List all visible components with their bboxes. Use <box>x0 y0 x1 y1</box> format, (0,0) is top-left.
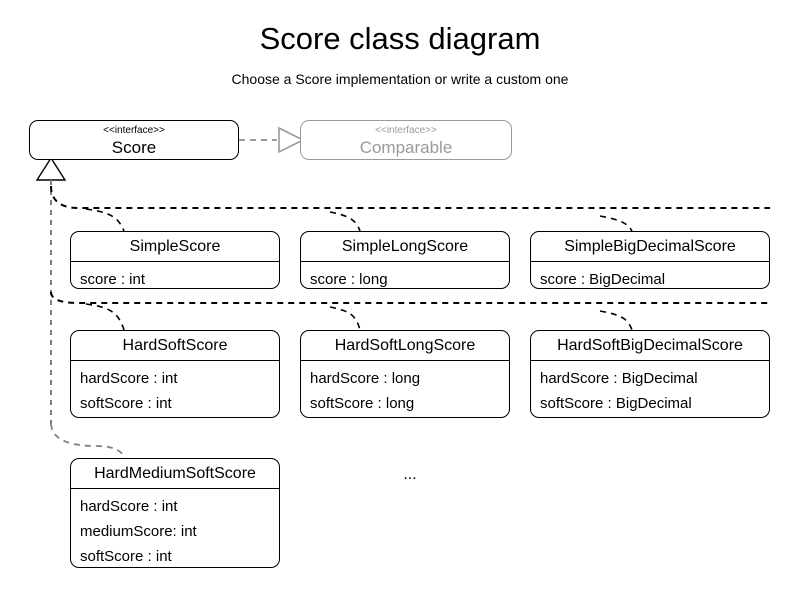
generalization-arrowhead <box>35 156 67 181</box>
class-header: HardSoftBigDecimalScore <box>531 331 769 361</box>
class-attributes: score : BigDecimal <box>531 262 769 288</box>
class-header: HardMediumSoftScore <box>71 459 279 489</box>
class-attributes: score : int <box>71 262 279 288</box>
attribute-row: hardScore : int <box>80 370 178 387</box>
class-box-simple-long-score[interactable]: SimpleLongScore score : long <box>300 231 510 289</box>
class-box-hard-medium-soft-score[interactable]: HardMediumSoftScore hardScore : int medi… <box>70 458 280 568</box>
class-attributes: hardScore : BigDecimal softScore : BigDe… <box>531 361 769 417</box>
class-name: SimpleScore <box>129 238 221 255</box>
class-name: HardSoftLongScore <box>334 337 476 354</box>
interface-name: Comparable <box>359 138 453 157</box>
class-name: SimpleBigDecimalScore <box>564 238 736 255</box>
class-name: HardSoftBigDecimalScore <box>557 337 743 354</box>
realization-score-comparable <box>239 126 305 154</box>
attribute-row: softScore : int <box>80 395 172 412</box>
class-box-hard-soft-score[interactable]: HardSoftScore hardScore : int softScore … <box>70 330 280 418</box>
interface-box-comparable[interactable]: <<interface>> Comparable <box>300 120 512 160</box>
class-header: SimpleLongScore <box>301 232 509 262</box>
generalization-drop-row-1 <box>85 208 633 232</box>
attribute-row: score : BigDecimal <box>540 271 666 288</box>
class-header: SimpleScore <box>71 232 279 262</box>
class-attributes: hardScore : int mediumScore: int softSco… <box>71 489 279 567</box>
attribute-row: hardScore : int <box>80 498 178 515</box>
attribute-row: hardScore : BigDecimal <box>540 370 698 387</box>
class-attributes: score : long <box>301 262 509 288</box>
page-title: Score class diagram <box>259 21 541 56</box>
class-box-hard-soft-long-score[interactable]: HardSoftLongScore hardScore : long softS… <box>300 330 510 418</box>
class-attributes: hardScore : long softScore : long <box>301 361 509 417</box>
attribute-row: softScore : long <box>310 395 415 412</box>
generalization-branch-row-2 <box>50 291 770 304</box>
attribute-row: softScore : BigDecimal <box>540 395 692 412</box>
attribute-row: score : long <box>310 271 388 288</box>
attribute-row: hardScore : long <box>310 370 421 387</box>
attribute-row: score : int <box>80 271 146 288</box>
class-box-simple-score[interactable]: SimpleScore score : int <box>70 231 280 289</box>
more-implementations-ellipsis: ... <box>403 466 417 483</box>
class-header: HardSoftLongScore <box>301 331 509 361</box>
interface-box-score[interactable]: <<interface>> Score <box>29 120 239 160</box>
interface-header-comparable: <<interface>> Comparable <box>301 121 511 158</box>
stereotype-label: <<interface>> <box>375 125 437 136</box>
class-header: SimpleBigDecimalScore <box>531 232 769 262</box>
page-subtitle: Choose a Score implementation or write a… <box>231 71 569 87</box>
class-name: HardSoftScore <box>122 337 228 354</box>
attribute-row: mediumScore: int <box>80 523 197 540</box>
generalization-branch-row-1 <box>50 185 770 209</box>
class-name: HardMediumSoftScore <box>94 465 256 482</box>
interface-name: Score <box>111 138 157 157</box>
class-box-simple-big-decimal-score[interactable]: SimpleBigDecimalScore score : BigDecimal <box>530 231 770 289</box>
interface-header-score: <<interface>> Score <box>30 121 238 158</box>
class-box-hard-soft-big-decimal-score[interactable]: HardSoftBigDecimalScore hardScore : BigD… <box>530 330 770 418</box>
class-attributes: hardScore : int softScore : int <box>71 361 279 417</box>
class-header: HardSoftScore <box>71 331 279 361</box>
attribute-row: softScore : int <box>80 548 172 565</box>
generalization-drop-row-2 <box>85 303 633 331</box>
class-name: SimpleLongScore <box>341 238 469 255</box>
generalization-branch-row-3 <box>50 423 126 459</box>
stereotype-label: <<interface>> <box>103 125 165 136</box>
